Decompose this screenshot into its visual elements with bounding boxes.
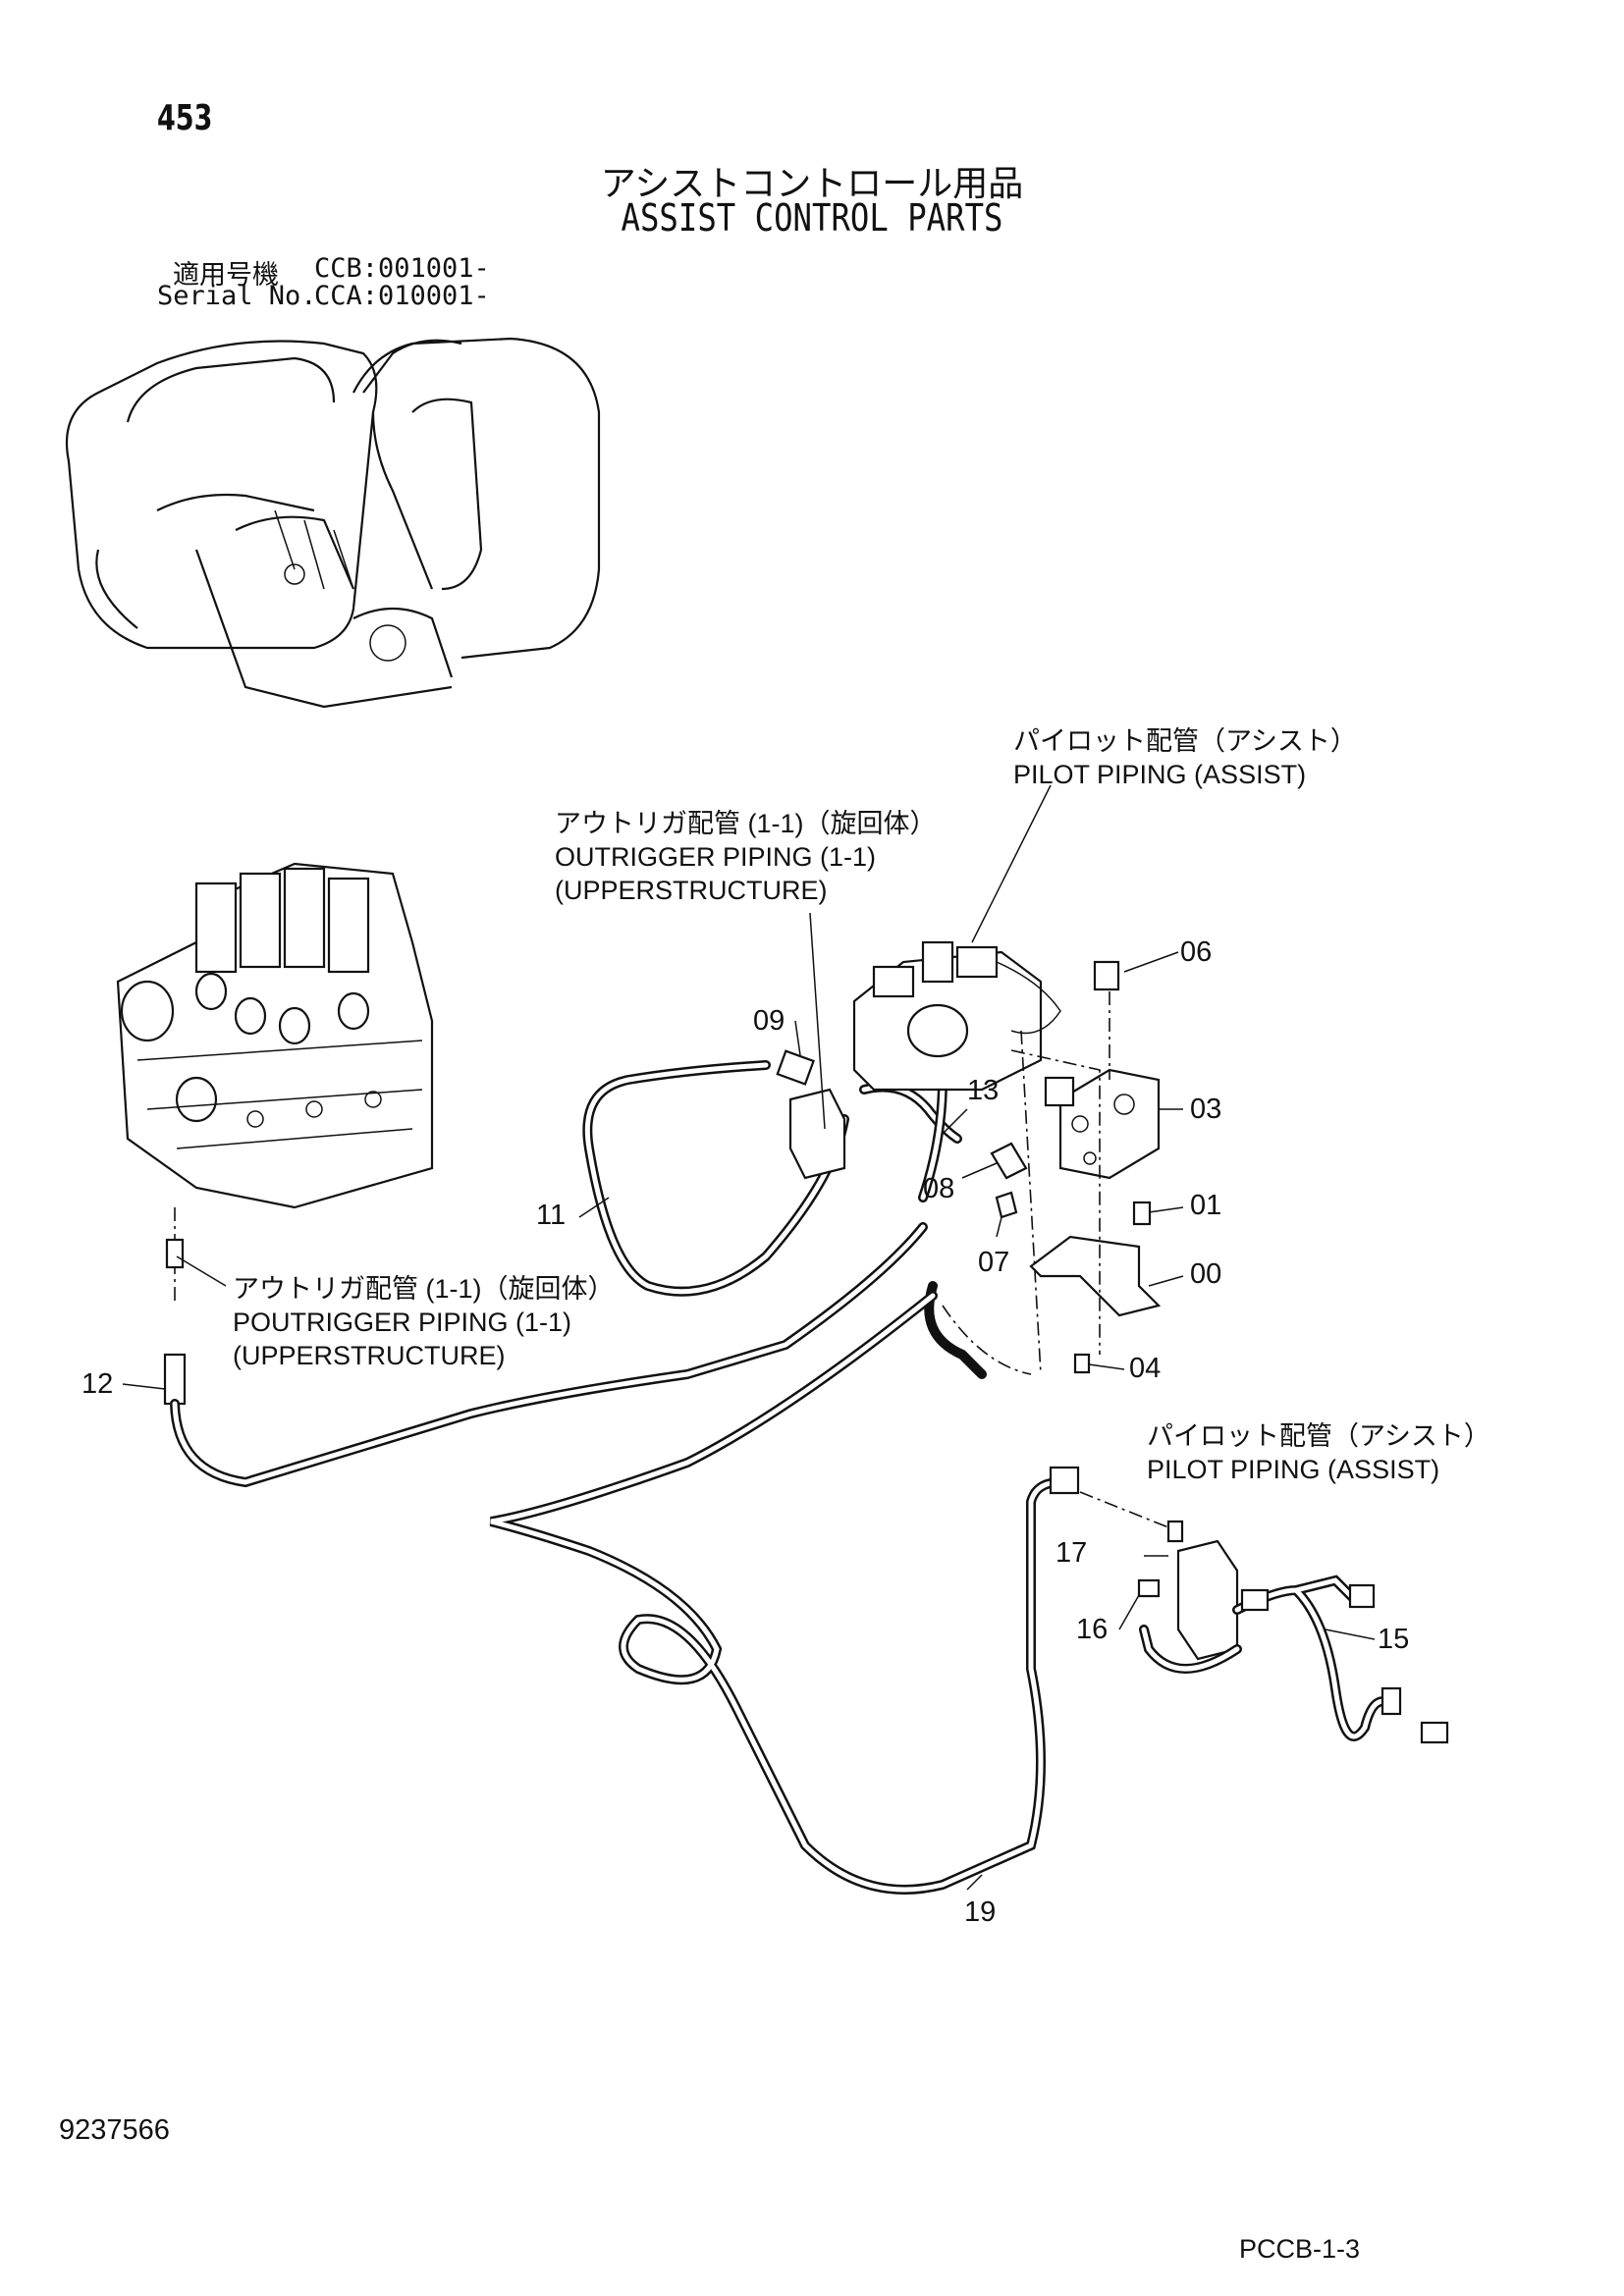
document-number: 9237566: [59, 2114, 170, 2146]
part-label-08: 08: [923, 1173, 955, 1204]
part-label-07: 07: [978, 1247, 1010, 1278]
part-label-09: 09: [753, 1005, 785, 1037]
serial-label-en: Serial No.: [157, 281, 317, 311]
connector-17a: [1166, 1520, 1184, 1543]
valve-block-03: [1044, 1068, 1161, 1180]
fitting-09: [776, 1049, 815, 1086]
callout-outrigger-en: OUTRIGGER PIPING (1-1): [555, 842, 877, 872]
callout-pilot-top-jp: パイロット配管（アシスト）: [1013, 726, 1357, 756]
page-number: 453: [157, 98, 213, 138]
callout-pilot-top-en: PILOT PIPING (ASSIST): [1013, 760, 1307, 789]
part-label-17: 17: [1056, 1537, 1088, 1569]
part-label-11: 11: [536, 1200, 567, 1231]
part-label-12: 12: [81, 1368, 114, 1400]
part-label-06: 06: [1180, 936, 1213, 968]
bolt-01: [1132, 1201, 1152, 1226]
callout-poutrigger-jp: アウトリガ配管 (1-1)（旋回体）: [233, 1274, 615, 1304]
callout-outrigger-jp: アウトリガ配管 (1-1)（旋回体）: [555, 809, 937, 838]
harness-bracket: [1176, 1539, 1239, 1661]
part-label-13: 13: [967, 1075, 1000, 1106]
callout-pilot-bottom-jp: パイロット配管（アシスト）: [1147, 1421, 1490, 1451]
callout-pilot-bottom-en: PILOT PIPING (ASSIST): [1147, 1455, 1440, 1484]
excavator-overview-illustration: [65, 337, 601, 709]
title-japanese: アシストコントロール用品: [600, 164, 1024, 204]
callout-outrigger-en2: (UPPERSTRUCTURE): [555, 876, 828, 905]
page-code: PCCB-1-3: [1239, 2234, 1361, 2264]
control-valve-illustration: [116, 862, 434, 1209]
solenoid-valve-illustration: [852, 940, 1061, 1092]
callout-poutrigger-en: POUTRIGGER PIPING (1-1): [233, 1308, 572, 1337]
part-label-01: 01: [1190, 1190, 1222, 1221]
title-english: ASSIST CONTROL PARTS: [621, 196, 1003, 240]
check-valve: [788, 1088, 846, 1180]
part-label-15: 15: [1378, 1624, 1410, 1655]
serial-value-1: CCB:001001-: [314, 253, 490, 284]
fitting-07: [995, 1191, 1018, 1219]
part-label-16: 16: [1076, 1614, 1109, 1645]
bracket-00: [1029, 1235, 1162, 1317]
fitting-poutrigger: [165, 1238, 185, 1269]
serial-label-jp: 適用号機: [173, 260, 279, 291]
part-label-19: 19: [964, 1896, 997, 1928]
fitting-12: [163, 1353, 187, 1406]
fitting-06: [1093, 960, 1120, 991]
connector-16: [1137, 1578, 1161, 1598]
part-label-03: 03: [1190, 1094, 1222, 1125]
bolt-04: [1073, 1353, 1091, 1374]
callout-poutrigger-en2: (UPPERSTRUCTURE): [233, 1341, 506, 1370]
fitting-08: [990, 1142, 1028, 1180]
part-label-04: 04: [1129, 1353, 1162, 1384]
serial-value-2: CCA:010001-: [314, 281, 490, 311]
harness-19: [489, 1281, 1065, 1895]
connector-19: [1049, 1466, 1080, 1495]
part-label-00: 00: [1190, 1258, 1222, 1290]
